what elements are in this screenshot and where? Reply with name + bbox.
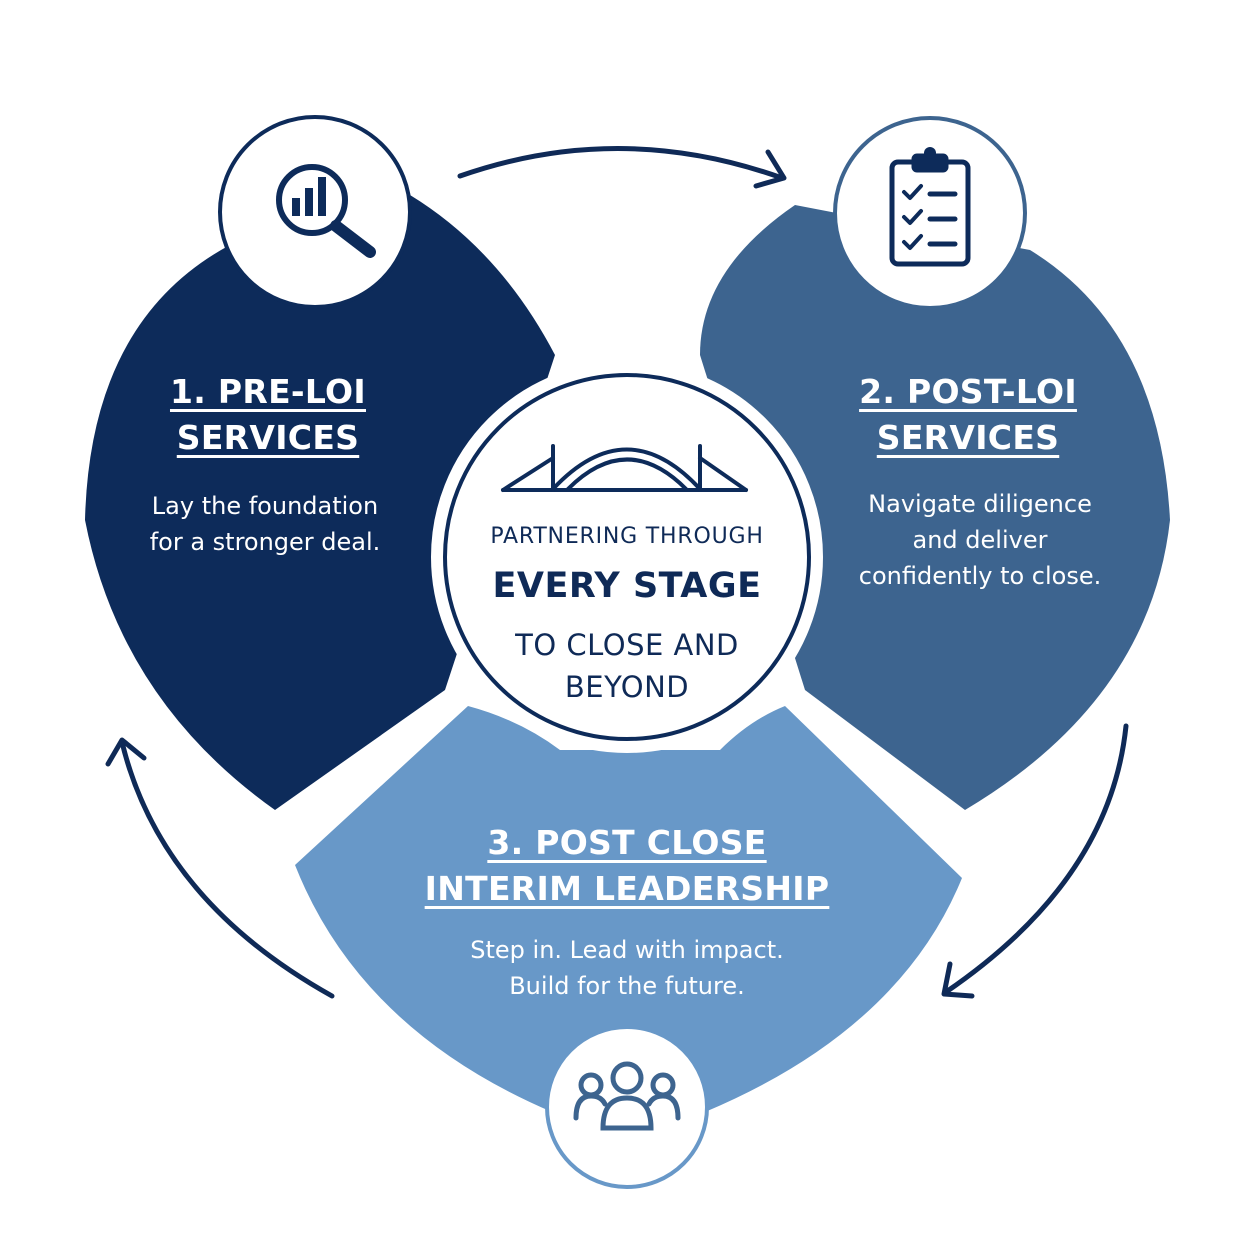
stage-3-title-line: 3. POST CLOSE: [487, 823, 767, 862]
stage-3-description: Step in. Lead with impact. Build for the…: [427, 932, 827, 1004]
stage-1-title-line: 1. PRE-LOI: [169, 372, 366, 411]
stage-1-title-line: SERVICES: [176, 418, 360, 457]
stage-1-title: 1. PRE-LOI SERVICES: [118, 369, 418, 461]
stage-2-description-line: confidently to close.: [858, 562, 1102, 590]
stage-1-description-line: for a stronger deal.: [149, 528, 381, 556]
arrow-stage3-to-stage1: [119, 739, 335, 999]
bridge-icon: [501, 444, 748, 492]
stage-1-description-line: Lay the foundation: [151, 492, 379, 520]
stage-3-title-line: INTERIM LEADERSHIP: [424, 869, 830, 908]
stage-3-icon-badge: [545, 1025, 709, 1189]
stage-2-description: Navigate diligence and deliver confident…: [825, 486, 1135, 594]
center-tagline-bottom-line: BEYOND: [564, 670, 690, 704]
stage-2-petal: [700, 205, 1170, 810]
center-tagline-bottom-line: TO CLOSE AND: [515, 628, 739, 662]
clipboard-checklist-icon: [889, 147, 971, 267]
stage-2-title-line: 2. POST-LOI: [859, 372, 1077, 411]
stage-3-title: 3. POST CLOSE INTERIM LEADERSHIP: [405, 820, 849, 912]
center-tagline-main: EVERY STAGE: [492, 566, 762, 606]
stage-2-icon-badge: [833, 116, 1027, 310]
cycle-arrows: [105, 146, 1129, 999]
stage-2-title: 2. POST-LOI SERVICES: [818, 369, 1118, 461]
center-tagline-top: PARTNERING THROUGH: [490, 524, 764, 549]
stage-2-description-line: and deliver: [912, 526, 1048, 554]
stage-1-icon-badge: [218, 115, 412, 309]
magnifier-chart-icon: [276, 164, 376, 258]
stage-1-petal: [85, 195, 555, 810]
arrow-stage2-to-stage3: [943, 723, 1129, 995]
stage-3-description-line: Step in. Lead with impact.: [470, 936, 784, 964]
stage-1-description: Lay the foundation for a stronger deal.: [110, 488, 420, 560]
stage-2-description-line: Navigate diligence: [868, 490, 1092, 518]
center-tagline-bottom: TO CLOSE AND BEYOND: [458, 624, 796, 708]
team-icon: [573, 1061, 681, 1131]
stage-2-title-line: SERVICES: [876, 418, 1060, 457]
stage-3-petal: [295, 706, 962, 1112]
arrow-stage1-to-stage2: [457, 146, 785, 181]
stage-3-description-line: Build for the future.: [509, 972, 745, 1000]
